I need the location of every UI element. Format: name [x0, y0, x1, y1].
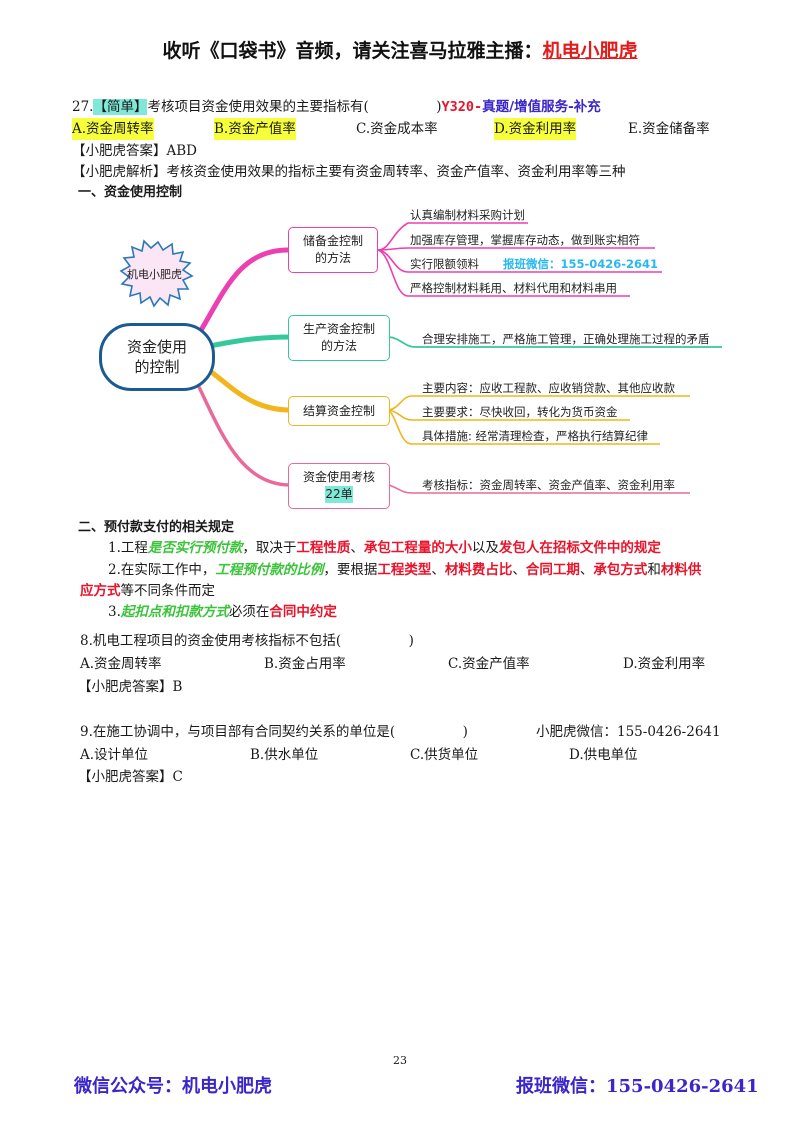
section2-title: 二、预付款支付的相关规定 [78, 520, 235, 535]
footer-wechat-account: 微信公众号：机电小肥虎 [74, 1076, 272, 1097]
root-line-1: 资金使用 [126, 338, 187, 356]
q8-stem: 8.机电工程项目的资金使用考核指标不包括( ) [80, 633, 414, 649]
page-header: 收听《口袋书》音频，请关注喜马拉雅主播：机电小肥虎 [0, 36, 800, 63]
q9-option-d: D.供电单位 [569, 747, 638, 763]
q27-option-e: E.资金储备率 [628, 121, 710, 137]
q27-stem-line: 27.【简单】考核项目资金使用效果的主要指标有( )Y320-真题/增值服务-补… [72, 96, 601, 118]
q27-number: 27. [72, 99, 94, 115]
q9-answer-label: 【小肥虎答案】 [78, 769, 173, 785]
q27-option-d: D.资金利用率 [494, 118, 577, 140]
q8-answer-label: 【小肥虎答案】 [78, 679, 173, 695]
keyword: 承包方式 [593, 562, 648, 578]
root-line-2: 的控制 [134, 358, 180, 376]
leaf-1-1: 认真编制材料采购计划 [410, 208, 525, 222]
keyword: 合同中约定 [269, 604, 337, 620]
leaf-1-watermark: 报班微信：155-0426-2641 [503, 257, 659, 271]
q9-answer-line: 【小肥虎答案】C [78, 766, 183, 788]
node-label: 结算资金控制 [302, 403, 375, 418]
keyword: 发包人在招标文件中的规定 [498, 540, 661, 556]
emphasis: 是否实行预付款 [147, 540, 243, 556]
emphasis: 工程预付款的比例 [215, 562, 324, 578]
header-prefix: 收听《口袋书》音频，请关注喜马拉雅主播： [162, 40, 543, 62]
mindmap-badge: 机电小肥虎 [127, 268, 182, 281]
mindmap-root-node: 资金使用 的控制 [99, 323, 215, 391]
leaf-1-3: 实行限额领料 [410, 257, 479, 271]
mindmap-node-reserve-fund: 储备金控制 的方法 [288, 227, 378, 273]
q27-option-a: A.资金周转率 [72, 118, 154, 140]
footer-enroll-contact: 报班微信：155-0426-2641 [516, 1076, 759, 1097]
q8-option-b: B.资金占用率 [264, 656, 346, 672]
q8-answer-line: 【小肥虎答案】B [78, 676, 182, 698]
keyword: 合同工期 [525, 562, 580, 578]
text: 、 [431, 562, 445, 578]
keyword: 工程性质 [296, 540, 351, 556]
text: 必须在 [228, 604, 270, 620]
section2-paragraph-2-cont: 应方式等不同条件而定 [80, 580, 215, 602]
q27-analysis: 考核资金使用效果的指标主要有资金周转率、资金产值率、资金利用率等三种 [166, 164, 626, 180]
mindmap-node-settlement-fund: 结算资金控制 [288, 396, 390, 426]
text: 2.在实际工作中， [108, 562, 216, 578]
q8-option-c: C.资金产值率 [448, 656, 530, 672]
q27-option-c: C.资金成本率 [356, 121, 438, 137]
q27-answer: ABD [166, 143, 198, 159]
q9-answer: C [172, 769, 183, 785]
header-anchor-link[interactable]: 机电小肥虎 [542, 40, 638, 62]
badge-star-shape [119, 239, 194, 308]
leaf-3-3: 具体措施: 经常清理检查，严格执行结算纪律 [422, 429, 649, 443]
q27-source: 真题/增值服务-补充 [482, 99, 601, 115]
mindmap-node-fund-assessment: 资金使用考核 22单 [288, 463, 390, 509]
node-label: 生产资金控制 [302, 322, 375, 336]
text: ，取决于 [242, 540, 297, 556]
q27-difficulty-tag: 【简单】 [93, 99, 148, 115]
q8-option-d: D.资金利用率 [623, 656, 706, 672]
node-label: 的方法 [314, 251, 351, 265]
text: 3. [108, 604, 121, 620]
leaf-3-2: 主要要求：尽快收回，转化为货币资金 [422, 405, 618, 419]
text: 等不同条件而定 [120, 583, 216, 599]
q27-answer-line: 【小肥虎答案】ABD [72, 140, 197, 162]
text: 1.工程 [108, 540, 148, 556]
leaf-3-1: 主要内容：应收工程款、应收销贷款、其他应收款 [422, 381, 675, 395]
leaf-4-1: 考核指标：资金周转率、资金产值率、资金利用率 [422, 478, 675, 492]
q9-option-a: A.设计单位 [80, 747, 149, 763]
text: 、 [350, 540, 364, 556]
page-number: 23 [393, 1054, 407, 1067]
text: 、 [512, 562, 526, 578]
mindmap-node-production-fund: 生产资金控制 的方法 [288, 315, 390, 361]
section2-paragraph-2: 2.在实际工作中，工程预付款的比例，要根据工程类型、材料费占比、合同工期、承包方… [108, 559, 701, 581]
q27-source-code: Y320- [441, 99, 483, 115]
section2-paragraph-3: 3.起扣点和扣款方式必须在合同中约定 [108, 601, 337, 623]
text: ，要根据 [323, 562, 378, 578]
text: 以及 [471, 540, 499, 556]
q8-answer: B [172, 679, 183, 695]
q27-stem: 考核项目资金使用效果的主要指标有( ) [147, 99, 442, 115]
section2-paragraph-1: 1.工程是否实行预付款，取决于工程性质、承包工程量的大小以及发包人在招标文件中的… [108, 537, 661, 559]
keyword: 工程类型 [377, 562, 432, 578]
emphasis: 起扣点和扣款方式 [120, 604, 229, 620]
node-label: 的方法 [320, 339, 357, 353]
node-label: 储备金控制 [302, 234, 363, 248]
keyword: 承包工程量的大小 [363, 540, 472, 556]
q27-analysis-label: 【小肥虎解析】 [72, 164, 167, 180]
q27-answer-label: 【小肥虎答案】 [72, 143, 167, 159]
keyword: 材料供 [660, 562, 702, 578]
text: 和 [647, 562, 661, 578]
q27-option-b: B.资金产值率 [214, 118, 296, 140]
q27-analysis-line: 【小肥虎解析】考核资金使用效果的指标主要有资金周转率、资金产值率、资金利用率等三… [72, 161, 626, 183]
node-label: 资金使用考核 [302, 470, 375, 484]
q8-option-a: A.资金周转率 [80, 656, 162, 672]
q9-option-b: B.供水单位 [250, 747, 319, 763]
node-tag: 22单 [325, 486, 353, 503]
text: 、 [579, 562, 594, 578]
leaf-2-1: 合理安排施工，严格施工管理，正确处理施工过程的矛盾 [422, 332, 710, 346]
keyword: 材料费占比 [444, 562, 513, 578]
leaf-1-2: 加强库存管理，掌握库存动态，做到账实相符 [410, 233, 640, 247]
leaf-1-4: 严格控制材料耗用、材料代用和材料串用 [410, 281, 617, 295]
section1-title: 一、资金使用控制 [78, 185, 183, 200]
q9-contact: 小肥虎微信：155-0426-2641 [536, 724, 721, 740]
keyword: 应方式 [80, 583, 121, 599]
q9-option-c: C.供货单位 [410, 747, 479, 763]
q9-stem: 9.在施工协调中，与项目部有合同契约关系的单位是( ) [80, 724, 468, 740]
